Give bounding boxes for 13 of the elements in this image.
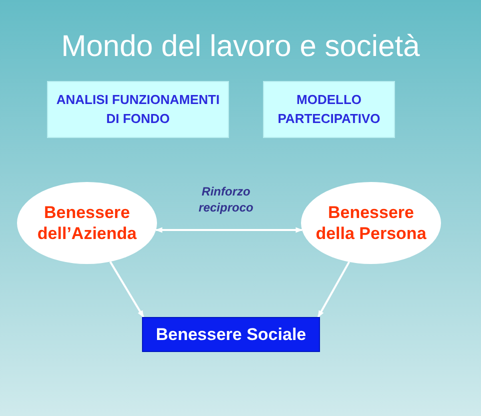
node-text: Benessere della Persona bbox=[314, 202, 428, 244]
arrow bbox=[109, 261, 144, 318]
node-text: ANALISI FUNZIONAMENTI DI FONDO bbox=[55, 91, 221, 128]
result-box bbox=[142, 317, 320, 352]
node-text: Benessere dell’Azienda bbox=[36, 202, 138, 244]
title: Mondo del lavoro e società bbox=[61, 30, 420, 63]
text-panel bbox=[47, 81, 229, 138]
arrow bbox=[317, 261, 350, 318]
edge-label: Rinforzo reciproco bbox=[198, 184, 254, 216]
node-text: MODELLO PARTECIPATIVO bbox=[276, 91, 382, 128]
arrow bbox=[155, 227, 303, 233]
node-text: Benessere Sociale bbox=[154, 324, 308, 344]
text-panel bbox=[263, 81, 395, 138]
